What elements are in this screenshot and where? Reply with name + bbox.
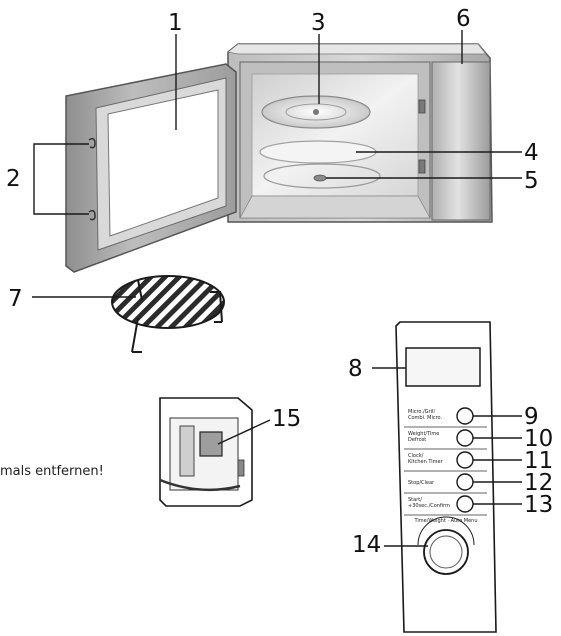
button-label-12a: Stop/Clear (408, 480, 435, 486)
door-window (107, 89, 219, 237)
callout-3: 3 (311, 10, 326, 36)
button-clock-kitchen-timer[interactable] (456, 451, 474, 469)
leader-15 (217, 419, 271, 445)
dial-outer[interactable] (423, 529, 469, 575)
door-hook-lower (88, 209, 96, 221)
callout-11: 11 (524, 448, 553, 474)
grill-rack-leg-mid (137, 279, 143, 301)
grill-rack-leg-left (131, 317, 142, 353)
callout-8: 8 (348, 356, 363, 382)
roller-ring (263, 163, 381, 189)
button-label-13b: +30sec./Confirm (408, 503, 450, 509)
cavity-detail-latch (237, 459, 245, 477)
callout-5: 5 (524, 168, 539, 194)
cavity-detail (159, 397, 271, 507)
callout-6: 6 (456, 6, 471, 32)
control-panel-outline (395, 321, 497, 633)
grill-rack (111, 275, 225, 353)
grill-heater-hub (313, 109, 319, 115)
button-start-confirm[interactable] (456, 495, 474, 513)
door-hook-upper (88, 137, 96, 149)
cavity-floor (239, 195, 431, 219)
callout-1: 1 (168, 10, 183, 36)
dial-label: Time/Weight · Auto Menu (413, 518, 477, 524)
control-panel: Micro./Grill Combi. Micro. Weight/Time D… (395, 321, 497, 633)
cavity-detail-side (179, 425, 195, 477)
latch-hole-lower (418, 159, 426, 174)
button-micro-grill-combi[interactable] (456, 407, 474, 425)
turntable-coupler (313, 174, 327, 182)
leader-2 (33, 143, 89, 215)
callout-12: 12 (524, 470, 553, 496)
grill-heater-disc-inner (285, 103, 347, 121)
button-label-11b: Kitchen Timer (408, 459, 444, 465)
dial-arc (417, 516, 475, 546)
oven-door (65, 63, 237, 273)
control-dial[interactable]: Time/Weight · Auto Menu (413, 516, 478, 575)
button-label-13a: Start/ (408, 497, 422, 503)
grill-rack-leg-right (210, 291, 223, 323)
oven-top-face (227, 43, 487, 55)
callout-10: 10 (524, 426, 553, 452)
control-column (431, 61, 491, 221)
callout-9: 9 (524, 404, 539, 430)
button-weight-time-defrost[interactable] (456, 429, 474, 447)
waveguide-cover (199, 431, 223, 457)
button-label-10b: Defrost (408, 437, 426, 443)
grill-rack-top (111, 275, 225, 329)
button-label-9b: Combi. Micro. (408, 415, 443, 421)
button-label-10a: Weight/Time (408, 431, 439, 437)
callout-14: 14 (352, 532, 381, 558)
display-window (405, 347, 481, 387)
button-label-9a: Micro./Grill (408, 409, 435, 415)
cutoff-note: mals entfernen! (0, 464, 104, 479)
button-stop-clear[interactable] (456, 473, 474, 491)
callout-2: 2 (6, 166, 21, 192)
callout-7: 7 (8, 286, 23, 312)
callout-13: 13 (524, 492, 553, 518)
leader-lines (32, 30, 522, 547)
microwave-oven (227, 43, 493, 223)
callout-15: 15 (272, 406, 301, 432)
dial-inner (429, 535, 463, 569)
latch-hole-upper (418, 99, 426, 114)
button-label-11a: Clock/ (408, 453, 424, 459)
callout-4: 4 (524, 140, 539, 166)
callout-numbers: 1 2 3 4 5 6 7 8 9 10 11 12 13 14 15 (6, 6, 553, 558)
cavity-detail-plate (159, 478, 241, 492)
